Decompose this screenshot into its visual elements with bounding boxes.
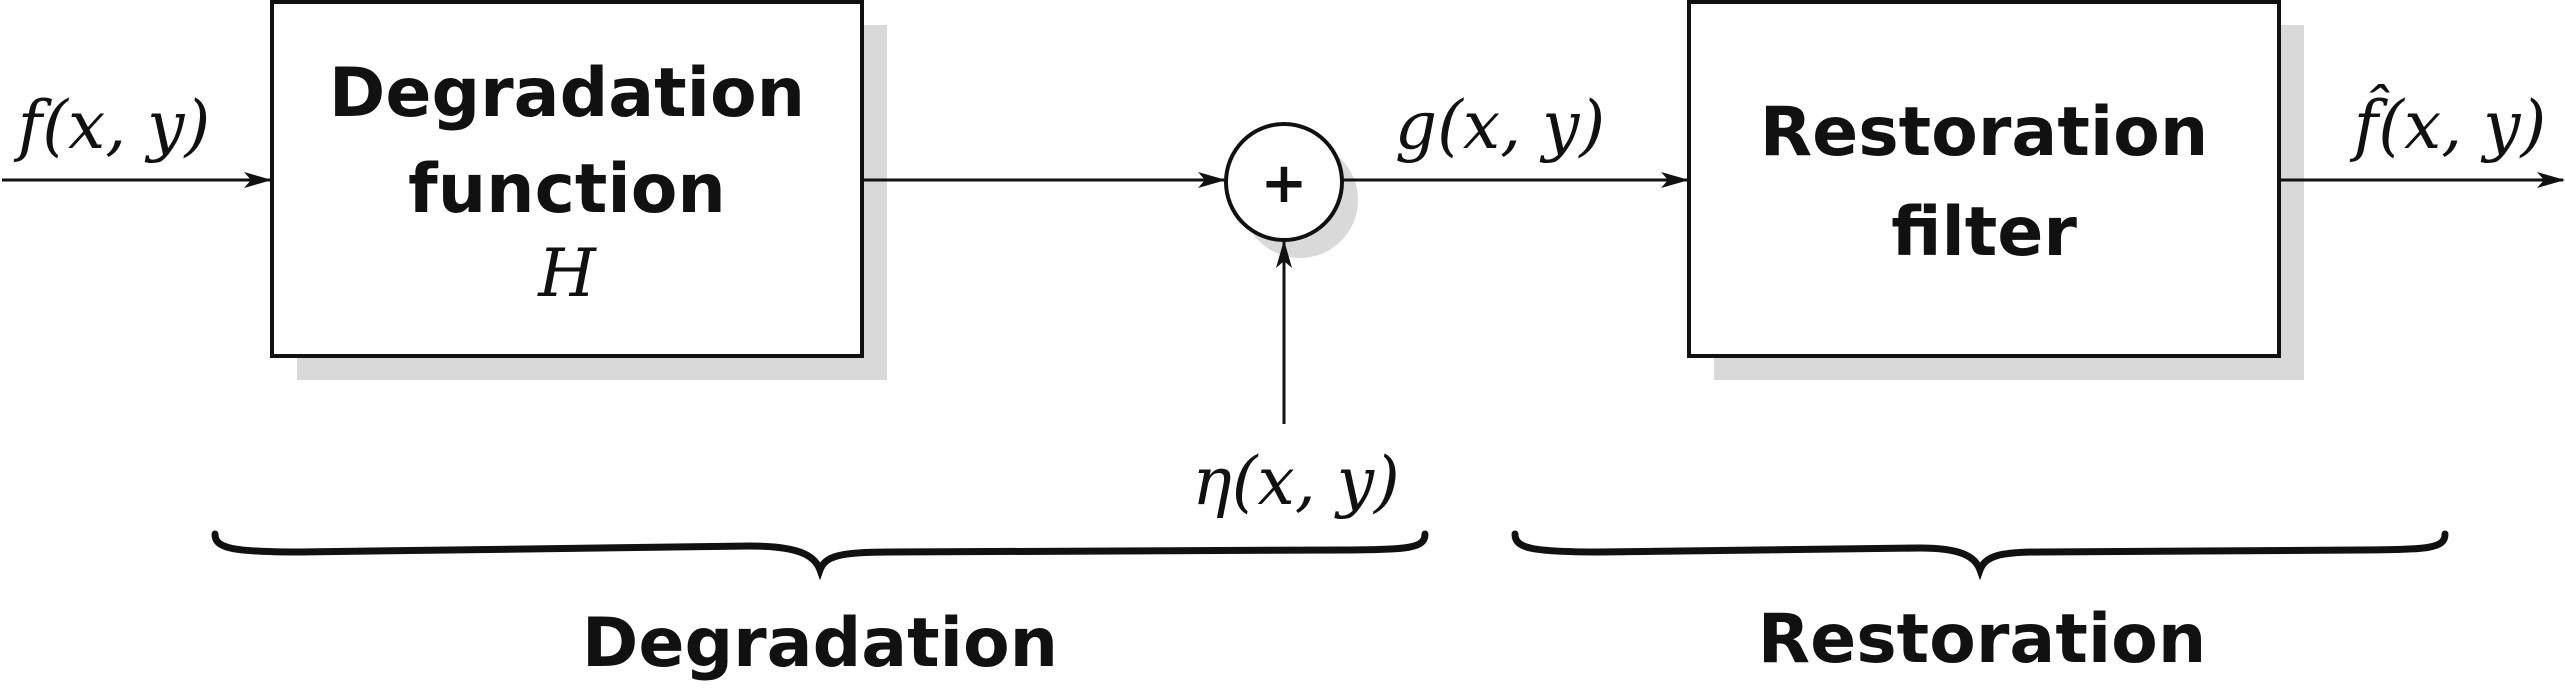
restoration-block-label-line1: Restoration	[1760, 93, 2209, 172]
degradation-function-block: Degradation function H	[270, 0, 887, 380]
output-signal-label: f̂(x, y)	[2349, 85, 2546, 164]
adder-plus-symbol: +	[1261, 151, 1308, 216]
degradation-brace	[211, 530, 1429, 581]
noise-signal-label: η(x, y)	[1192, 443, 1400, 520]
input-signal-label: f(x, y)	[13, 87, 210, 164]
restoration-block-box	[1687, 0, 2281, 358]
restoration-brace	[1511, 530, 2449, 581]
restoration-group-label: Restoration	[1758, 600, 2207, 679]
restoration-filter-block: Restoration filter	[1687, 0, 2304, 380]
restoration-block-label-line2: filter	[1891, 193, 2077, 272]
degradation-function-symbol: H	[537, 235, 597, 312]
degradation-block-label-line1: Degradation	[329, 54, 805, 133]
degradation-group-label: Degradation	[582, 604, 1058, 683]
degradation-block-label-line2: function	[408, 150, 726, 229]
adder-node: +	[1224, 122, 1358, 258]
degraded-signal-label: g(x, y)	[1395, 87, 1605, 164]
degradation-block-box	[270, 0, 864, 358]
